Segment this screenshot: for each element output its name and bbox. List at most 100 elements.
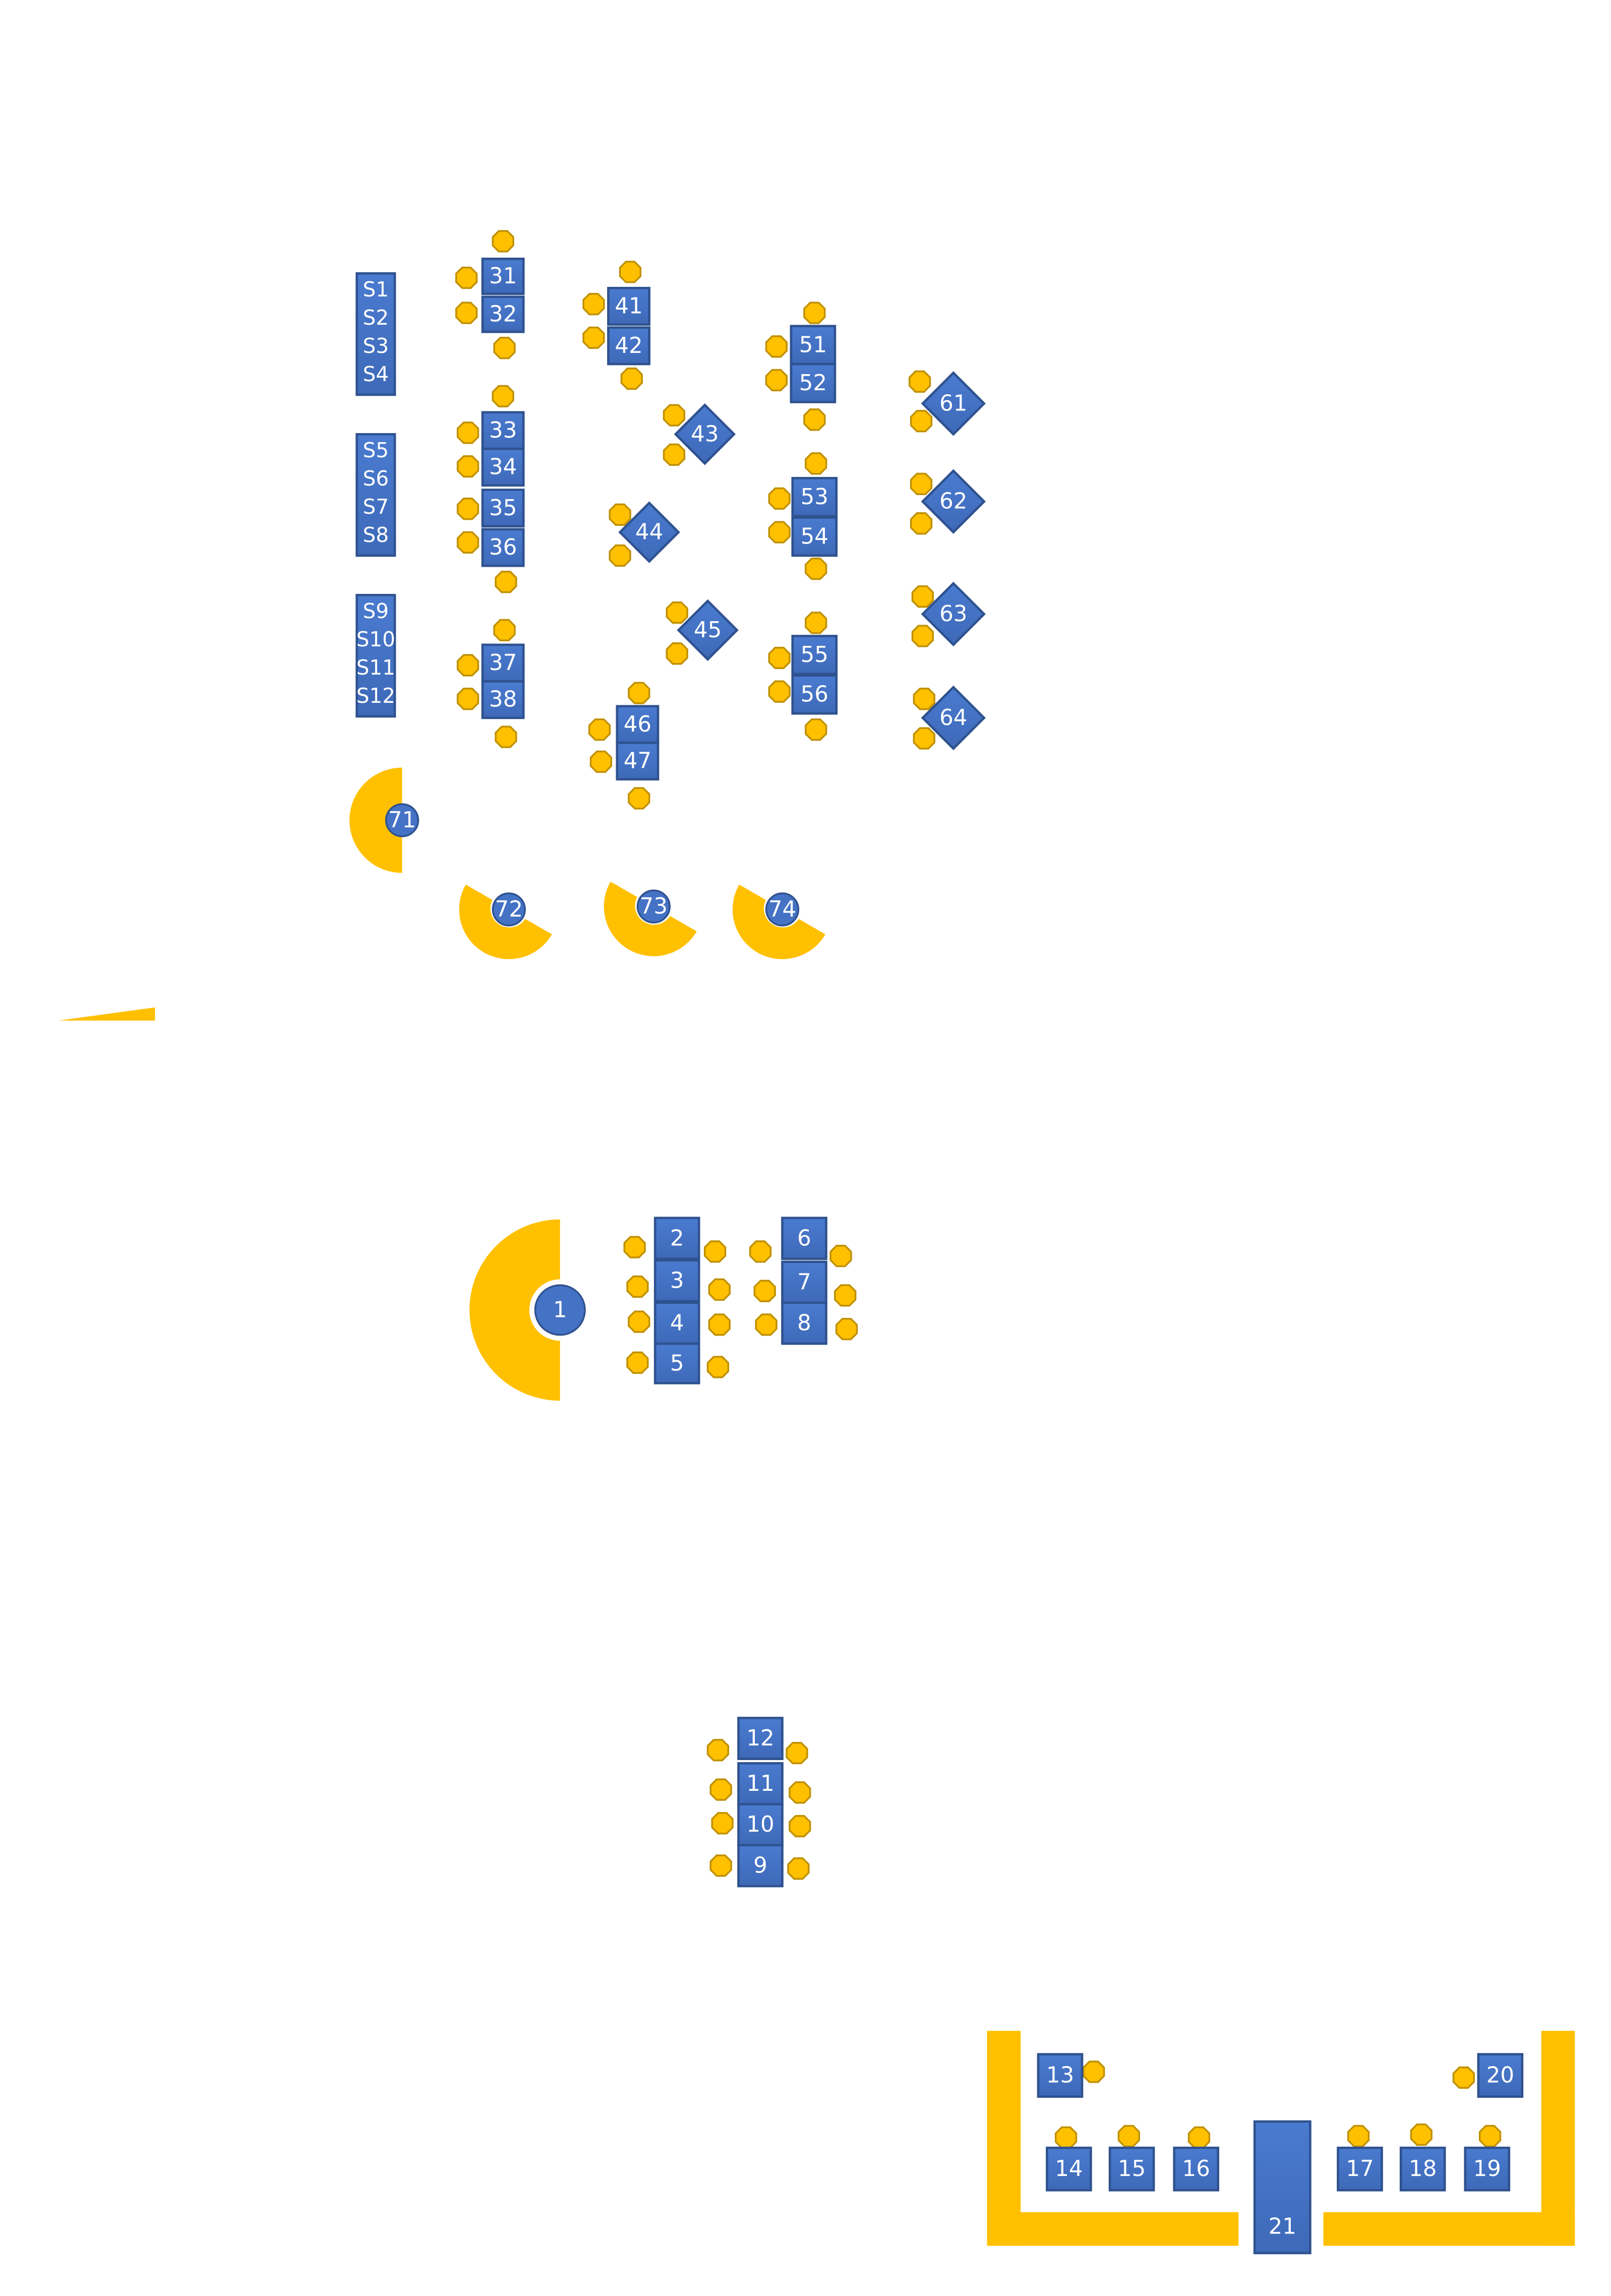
chair	[805, 557, 827, 580]
table-diamond	[921, 685, 986, 751]
chair	[803, 301, 826, 324]
table-label: 43	[691, 421, 719, 447]
chair	[582, 326, 605, 349]
lounge-table	[636, 889, 671, 924]
chair	[1410, 2123, 1433, 2146]
chair	[709, 1854, 732, 1877]
lounge-table	[765, 892, 800, 927]
table-top	[790, 362, 837, 403]
chair	[834, 1284, 857, 1307]
table-layer	[355, 257, 1524, 2255]
table-top	[481, 680, 525, 719]
table-label: 31	[489, 264, 517, 289]
wedge-mark	[58, 1007, 155, 1021]
chair	[910, 512, 933, 535]
chair	[706, 1356, 730, 1378]
chair	[703, 1240, 727, 1263]
table-top	[616, 741, 660, 781]
table-top	[1477, 2053, 1524, 2098]
table-label: 53	[801, 485, 828, 510]
chair	[1083, 2061, 1105, 2083]
lounge-label: 1	[553, 1297, 567, 1322]
table-label: 17	[1346, 2156, 1374, 2182]
chair	[493, 619, 516, 642]
chair	[789, 1815, 811, 1838]
table-top	[737, 1844, 784, 1888]
bar-counter-segment	[987, 2031, 1021, 2246]
table-label: 63	[939, 601, 967, 627]
table-top	[737, 1803, 784, 1847]
stool-label: S2	[363, 306, 389, 330]
chair	[768, 521, 791, 543]
table-label: 35	[489, 496, 517, 521]
table-label: 19	[1473, 2156, 1501, 2182]
table-top	[653, 1217, 700, 1260]
chair	[908, 370, 931, 393]
stool-label: S12	[356, 684, 395, 708]
chair	[492, 385, 514, 408]
table-top	[1037, 2053, 1084, 2098]
chair	[1478, 2125, 1502, 2148]
table-label: 2	[670, 1226, 684, 1251]
table-top	[355, 433, 396, 557]
chair	[495, 571, 517, 593]
table-top	[481, 447, 525, 487]
chair	[805, 718, 827, 741]
chair	[456, 531, 480, 554]
chair	[588, 718, 611, 741]
chair	[753, 1280, 776, 1302]
table-top	[791, 476, 838, 518]
chair	[626, 1351, 649, 1374]
table-diamond	[921, 469, 986, 534]
table-label: 41	[615, 294, 642, 319]
table-label: 34	[489, 455, 517, 480]
table-label: 36	[489, 535, 517, 560]
chair	[626, 1275, 649, 1298]
chair	[755, 1313, 778, 1336]
chair	[765, 369, 788, 392]
chair	[708, 1278, 731, 1301]
table-top	[355, 593, 396, 718]
table-label: 64	[939, 705, 967, 731]
table-label: 21	[1269, 2214, 1296, 2240]
table-top	[1173, 2146, 1220, 2192]
chair	[456, 688, 480, 710]
table-top	[791, 674, 838, 715]
chair	[493, 337, 516, 359]
chair	[765, 335, 788, 358]
table-label: 15	[1118, 2156, 1146, 2182]
chair	[666, 642, 688, 665]
table-diamond	[921, 581, 986, 647]
chair	[628, 682, 650, 704]
chair	[786, 1741, 808, 1765]
table-label: 55	[801, 642, 828, 668]
lounge-table	[492, 892, 526, 927]
table-diamond	[674, 403, 736, 465]
chair	[911, 585, 934, 608]
table-top	[481, 643, 525, 683]
table-label: 11	[746, 1771, 774, 1796]
lounge-label: 72	[495, 897, 523, 922]
table-label: 56	[801, 682, 828, 707]
table-label: 3	[670, 1268, 684, 1293]
chair	[492, 230, 514, 253]
stool-label: S8	[363, 523, 389, 547]
table-top	[1337, 2146, 1383, 2192]
chair	[709, 1778, 732, 1801]
table-top	[791, 516, 838, 557]
table-top	[616, 705, 660, 744]
table-label: 44	[635, 520, 663, 545]
chair	[805, 452, 827, 475]
table-label: 32	[489, 302, 517, 327]
table-label: 47	[624, 748, 651, 773]
stool-label: S5	[363, 438, 389, 462]
chair	[913, 727, 935, 750]
chair	[805, 612, 827, 634]
table-label: 10	[746, 1812, 774, 1837]
table-top	[481, 295, 525, 333]
table-top	[1046, 2146, 1092, 2192]
table-label: 13	[1046, 2063, 1074, 2088]
bar-counter-segment	[1323, 2212, 1575, 2246]
table-top	[481, 489, 525, 528]
